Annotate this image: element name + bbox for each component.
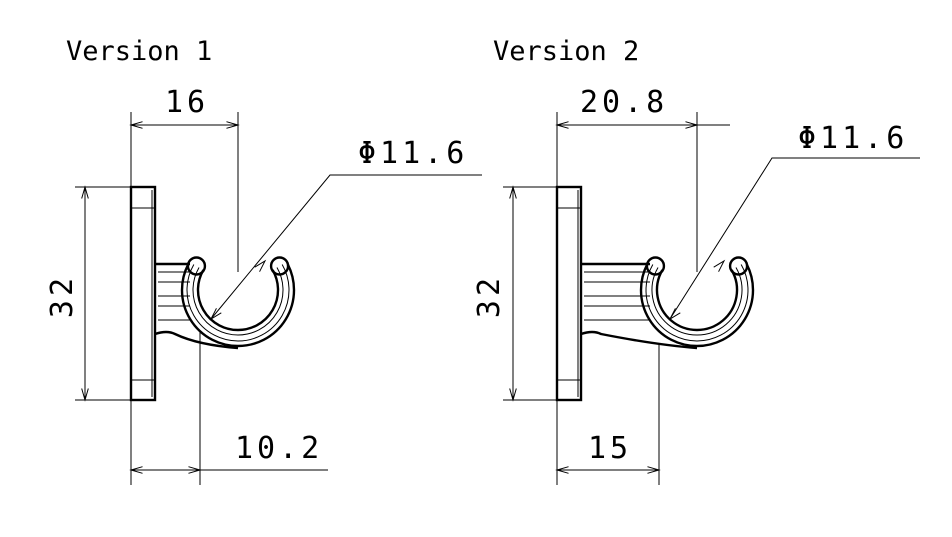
hook-inner-edge (196, 269, 280, 332)
hook-arm (580, 262, 698, 350)
hook-arm (154, 262, 239, 350)
hook-inner-edge (655, 269, 739, 332)
mounting-plate (555, 185, 583, 402)
hook-outer-edge (180, 263, 296, 348)
hook-outer-edge (639, 263, 755, 348)
view-title: Version 2 (493, 36, 639, 67)
hook-detail-line (651, 267, 743, 336)
diameter-dimension-label: Φ11.6 (358, 136, 468, 171)
version-1-view: Version 1 16 32 Φ11.6 10.2 (45, 36, 482, 485)
hook-detail-line (645, 264, 749, 342)
dimension-arrow (713, 259, 726, 272)
dimension-arrow (254, 259, 267, 272)
diameter-leader-line (669, 157, 920, 320)
diameter-leader-line (210, 174, 482, 320)
offset-dimension-label: 15 (588, 431, 632, 466)
hook-detail-line (192, 267, 284, 336)
mounting-plate (129, 185, 157, 402)
hook-detail-line (186, 264, 290, 342)
view-title: Version 1 (66, 36, 212, 67)
width-dimension-label: 16 (165, 85, 209, 120)
version-2-view: Version 2 20.8 32 Φ11.6 15 (472, 36, 920, 485)
diameter-dimension-label: Φ11.6 (798, 121, 908, 156)
height-dimension-label: 32 (45, 274, 80, 318)
height-dimension-label: 32 (472, 274, 507, 318)
width-dimension-label: 20.8 (580, 85, 668, 120)
offset-dimension-label: 10.2 (235, 431, 323, 466)
